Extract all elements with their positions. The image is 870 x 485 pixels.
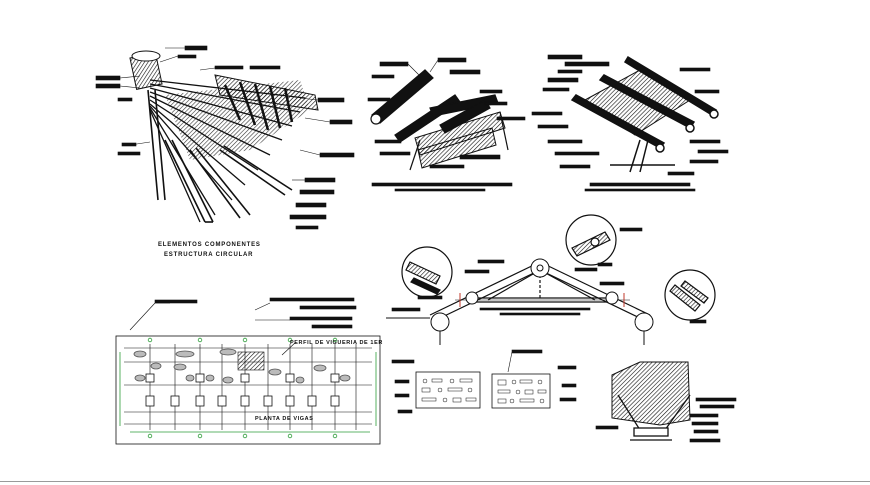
floor-plan-drawing [115, 297, 381, 445]
symbol-legend-panels [391, 349, 577, 414]
beam-connection-isometric [367, 57, 526, 192]
legend-callouts [391, 349, 577, 414]
truss-joints [386, 258, 654, 345]
floor-plan-grid [124, 344, 372, 430]
floor-plan-green-markers [119, 337, 377, 439]
purlin-fan [165, 74, 319, 160]
legend-panel-left [415, 371, 481, 409]
section-detail-drawing [595, 361, 737, 443]
main-beam [414, 111, 506, 169]
central-drum [129, 50, 163, 90]
sheet-bottom-rule [0, 481, 870, 482]
circular-structure-caption-line1: ELEMENTOS COMPONENTES [158, 242, 261, 248]
roof-logs [570, 55, 719, 173]
roof-callouts [531, 54, 729, 192]
detail-bubbles [401, 214, 716, 321]
circular-structure-drawing [95, 45, 355, 230]
floor-plan-frame [115, 335, 381, 445]
section-roof-hatch [611, 361, 691, 426]
truss-red-dimension-marks [459, 293, 625, 307]
callout-leaders [95, 45, 355, 230]
floor-plan-ovals [133, 348, 351, 384]
floor-plan-title: PERFIL DE VIGUERIA DE 1ER [290, 340, 383, 346]
truss-members [429, 261, 651, 321]
legend-panel-right [491, 373, 551, 409]
support-posts [147, 89, 293, 223]
floor-plan-subtitle: PLANTA DE VIGAS [255, 416, 314, 422]
log-beams [370, 69, 509, 171]
circular-structure-caption-line2: ESTRUCTURA CIRCULAR [164, 252, 254, 258]
floor-plan-columns [145, 373, 340, 407]
legend-right-glyphs [497, 379, 547, 404]
truss-callouts [391, 227, 707, 324]
section-callouts [595, 397, 737, 443]
floor-plan-callouts [129, 297, 357, 371]
roof-grid-isometric [531, 54, 729, 192]
section-frame [617, 394, 691, 441]
truss-elevation [386, 214, 716, 345]
legend-left-glyphs [421, 378, 477, 403]
beam-callouts [367, 57, 526, 192]
